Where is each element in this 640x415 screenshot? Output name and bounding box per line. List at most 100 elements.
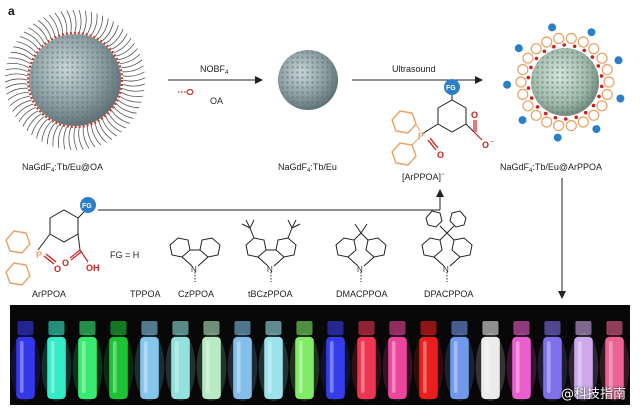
np-bare: [278, 50, 338, 110]
oleate-chain: [13, 46, 34, 57]
ligand-phenyl: [596, 52, 608, 64]
oleate-chain: [32, 23, 48, 41]
panel-label: a: [8, 4, 15, 18]
ligand-fg-bubble: [548, 23, 557, 32]
vial: [72, 321, 103, 401]
aryl-ring: [437, 99, 467, 133]
oleate-chain: [48, 14, 59, 35]
vial-body: [574, 337, 593, 399]
oleate-chain: [114, 37, 132, 53]
vial-highlight: [112, 341, 117, 393]
oleate-chain: [60, 11, 68, 33]
carbonyl-o-left: O: [62, 258, 69, 268]
vial-highlight: [422, 341, 427, 393]
vial: [41, 321, 72, 401]
np2-texture: [278, 50, 338, 110]
oleate-chain: [19, 36, 39, 50]
ligand-phenyl: [588, 43, 600, 55]
vial: [537, 321, 568, 401]
dmac-structure: [335, 223, 387, 282]
np1-label: NaGdF4:Tb/Eu@OA: [22, 162, 103, 174]
oleate-chain: [36, 118, 48, 139]
ligand-oxygen: [553, 115, 558, 120]
oleate-chain: [98, 18, 109, 39]
vial-cap: [451, 321, 468, 335]
aryl-ring-left: [49, 209, 79, 243]
oleate-chain: [73, 127, 78, 151]
oleate-chain: [98, 121, 113, 140]
atom-p-center: P: [418, 131, 424, 141]
vial-cap: [110, 321, 127, 335]
oleate-chain: [57, 126, 63, 149]
oleate-chain: [122, 83, 146, 87]
np-oleate-capped: [4, 9, 146, 151]
oleate-chain: [72, 9, 77, 33]
compound-dmacppoa: DMACPPOA: [336, 289, 388, 299]
anion-o-center: O: [482, 140, 489, 150]
ligand-fg-bubble: [616, 94, 625, 103]
vial-highlight: [267, 341, 272, 393]
vial-highlight: [391, 341, 396, 393]
vial-highlight: [19, 341, 24, 393]
compound-dpacppoa: DPACPPOA: [424, 289, 473, 299]
oleate-chain: [122, 71, 145, 77]
oleate-chain: [94, 15, 104, 37]
ligand-oxygen: [583, 110, 588, 115]
oa-release-icon: [178, 88, 194, 96]
vial-body: [295, 337, 314, 399]
compound-tppoa: TPPOA: [130, 289, 161, 299]
vial: [382, 321, 413, 401]
ligand-phenyl: [553, 32, 565, 45]
ligand-oxygen: [529, 65, 533, 70]
vial: [599, 321, 630, 401]
vial: [568, 321, 599, 401]
oleate-chains: [4, 9, 146, 151]
oleate-chain: [52, 124, 59, 147]
ligand-phenyl: [530, 109, 542, 121]
reagent-nobf4: NOBF4: [200, 64, 229, 76]
vial-body: [233, 337, 252, 399]
oleate-chain: [94, 123, 107, 143]
vial-highlight: [453, 341, 458, 393]
vial-highlight: [329, 341, 334, 393]
oleate-chain: [87, 11, 93, 34]
vial: [165, 321, 196, 401]
vial: [10, 321, 41, 401]
arppoa-anion-name: [ArPPOA]−: [402, 172, 445, 182]
vial-body: [512, 337, 531, 399]
ligand-phenyl: [517, 63, 529, 76]
oleate-chain: [119, 96, 142, 103]
np1-texture: [29, 34, 121, 126]
vial-body: [481, 337, 500, 399]
oleate-chain: [63, 127, 68, 150]
oleate-chain: [12, 99, 32, 112]
ligand-phenyl: [565, 119, 577, 132]
vial: [351, 321, 382, 401]
ligand-fg-bubble: [518, 116, 527, 125]
oleate-chain: [118, 99, 140, 109]
vial-cap: [389, 321, 406, 335]
oleate-chain: [116, 103, 137, 114]
oleate-chain: [66, 10, 72, 33]
ligand-fg-bubble: [614, 56, 623, 65]
ligand-phenyl: [601, 63, 613, 76]
oleate-chain: [121, 59, 143, 68]
np3-label: NaGdF4:Tb/Eu@ArPPOA: [500, 162, 602, 174]
arppoa-ligand-shell: [503, 23, 625, 142]
ligand-phenyl: [522, 100, 534, 112]
vial-row: [10, 321, 630, 401]
oleate-chain: [102, 119, 118, 137]
vial-cap: [606, 321, 623, 335]
oleate-chain: [102, 21, 114, 42]
ligand-phenyl: [588, 109, 600, 121]
oleate-chain: [105, 24, 119, 44]
oleate-chain: [82, 127, 90, 149]
atom-o-left: O: [54, 264, 61, 274]
vial-body: [388, 337, 407, 399]
dpac-structure: [421, 210, 473, 282]
oleate-chain: [82, 10, 87, 33]
vial-cap: [234, 321, 251, 335]
vial: [258, 321, 289, 401]
compound-czppoa: CzPPOA: [178, 289, 214, 299]
